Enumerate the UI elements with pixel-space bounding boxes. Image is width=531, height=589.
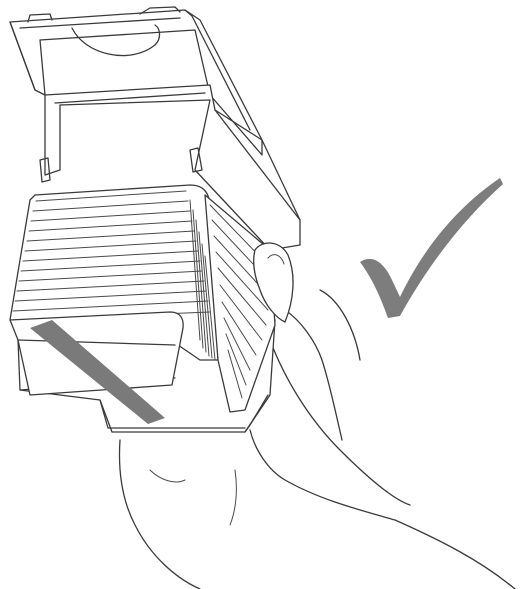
magnetic-stripe-icon: [30, 320, 165, 424]
hand-fingers: [253, 242, 294, 323]
card-stack-icon: [9, 184, 276, 413]
checkmark-icon: [360, 178, 503, 318]
